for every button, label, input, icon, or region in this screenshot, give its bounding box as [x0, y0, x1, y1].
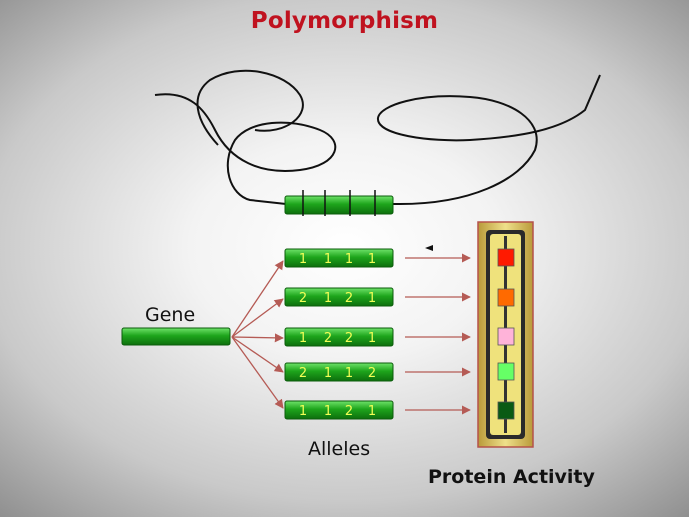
protein-block — [497, 401, 515, 420]
allele-to-protein-arrows — [405, 253, 471, 415]
allele-digit: 1 — [324, 404, 332, 419]
allele-digit: 1 — [324, 252, 332, 267]
allele-digit: 1 — [345, 252, 353, 267]
dna-loop — [196, 69, 304, 146]
allele-bar-3: 1 2 2 1 — [284, 327, 394, 347]
allele-bar-2: 2 1 2 1 — [284, 287, 394, 307]
allele-digit: 2 — [368, 366, 376, 381]
allele-digit: 1 — [299, 252, 307, 267]
alleles-label: Alleles — [308, 438, 371, 460]
protein-block — [497, 288, 515, 307]
allele-digit: 2 — [345, 331, 353, 346]
gene-to-allele-arrows — [231, 260, 284, 409]
allele-digit: 2 — [299, 291, 307, 306]
protein-blocks — [497, 248, 515, 420]
allele-digit: 1 — [368, 291, 376, 306]
allele-digit: 1 — [368, 404, 376, 419]
allele-digit: 2 — [345, 404, 353, 419]
dna-gene-segment — [284, 190, 394, 216]
protein-block — [497, 362, 515, 381]
allele-bar-1: 1 1 1 1 — [284, 248, 394, 268]
allele-digit: 2 — [324, 331, 332, 346]
allele-digit: 1 — [324, 366, 332, 381]
allele-digit: 1 — [345, 366, 353, 381]
allele-digit: 1 — [299, 404, 307, 419]
allele-bar-4: 2 1 1 2 — [284, 362, 394, 382]
protein-block — [497, 248, 515, 267]
allele-digit: 1 — [368, 331, 376, 346]
slide-title: Polymorphism — [250, 8, 439, 34]
gene-label: Gene — [145, 304, 196, 326]
allele-digit: 1 — [299, 331, 307, 346]
dna-strand — [154, 74, 601, 206]
allele-digit: 1 — [368, 252, 376, 267]
allele-digit: 2 — [345, 291, 353, 306]
small-arrowhead — [425, 245, 433, 251]
protein-block — [497, 327, 515, 346]
gene-bar — [121, 327, 231, 346]
protein-activity-label: Protein Activity — [428, 466, 595, 488]
allele-bar-5: 1 1 2 1 — [284, 400, 394, 420]
allele-digit: 2 — [299, 366, 307, 381]
allele-digit: 1 — [324, 291, 332, 306]
